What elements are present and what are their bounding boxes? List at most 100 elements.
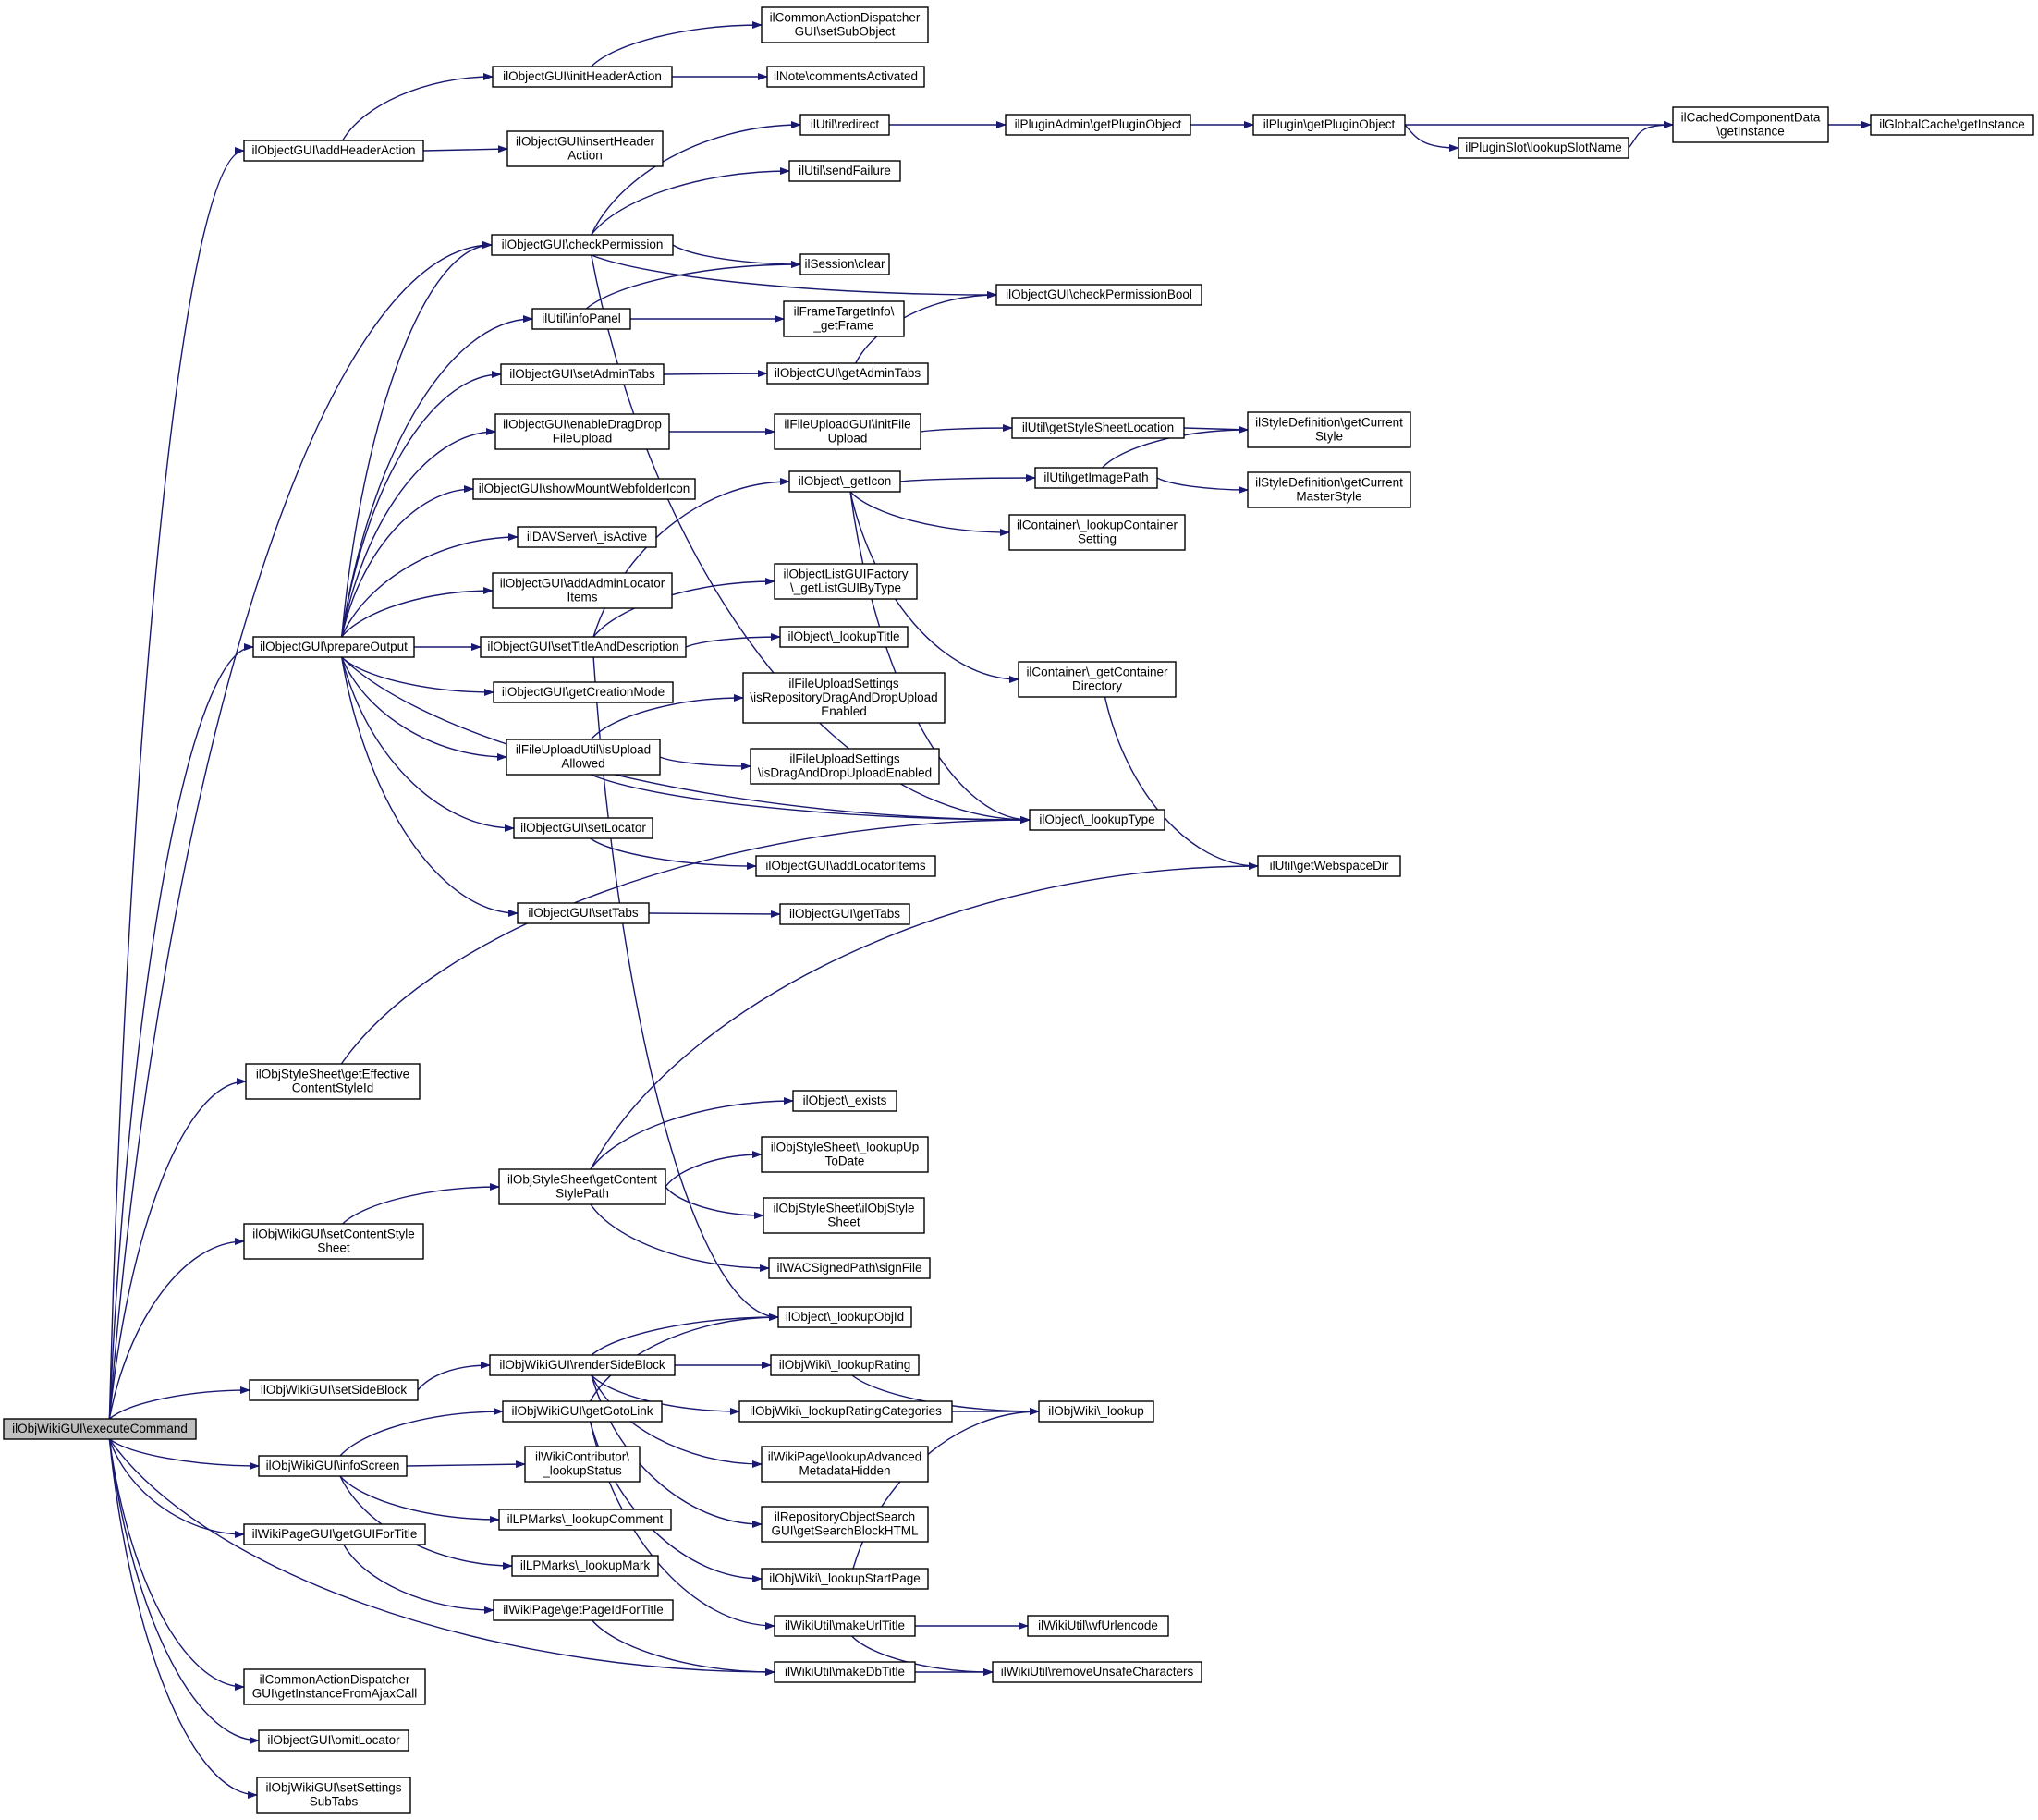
node-get-guifor-title[interactable]: ilWikiPageGUI\getGUIForTitle <box>243 1523 426 1545</box>
node-add-locator-items[interactable]: ilObjectGUI\addLocatorItems <box>755 855 936 877</box>
node-info-screen[interactable]: ilObjWikiGUI\infoScreen <box>258 1455 408 1477</box>
node-check-permission[interactable]: ilObjectGUI\checkPermission <box>491 234 674 256</box>
node-lookup-obj-id[interactable]: ilObject\_lookupObjId <box>777 1306 912 1328</box>
node-box <box>258 1729 409 1752</box>
node-show-mount-webfolder-icon[interactable]: ilObjectGUI\showMountWebfolderIcon <box>472 478 696 500</box>
node-get-goto-link[interactable]: ilObjWikiGUI\getGotoLink <box>502 1400 663 1423</box>
edge-prepare-output-to-is-active <box>341 533 519 638</box>
node-prepare-output[interactable]: ilObjectGUI\prepareOutput <box>252 636 415 658</box>
node-lookup-comment[interactable]: ilLPMarks\_lookupComment <box>498 1509 672 1531</box>
node-get-effective-content-style-id[interactable]: ilObjStyleSheet\getEffectiveContentStyle… <box>245 1063 421 1100</box>
node-session-clear[interactable]: ilSession\clear <box>799 253 890 275</box>
node-label: ilObjectGUI\enableDragDrop <box>503 418 662 432</box>
node-is-drag-and-drop-upload-enabled[interactable]: ilFileUploadSettings\isDragAndDropUpload… <box>750 748 940 785</box>
node-obj-exists[interactable]: ilObject\_exists <box>792 1090 897 1112</box>
node-add-header-action[interactable]: ilObjectGUI\addHeaderAction <box>243 140 424 162</box>
node-lookup-slot-name[interactable]: ilPluginSlot\lookupSlotName <box>1458 137 1629 159</box>
node-redirect[interactable]: ilUtil\redirect <box>799 114 890 136</box>
node-get-plugin-object-admin[interactable]: ilPluginAdmin\getPluginObject <box>1005 114 1191 136</box>
edge-render-side-block-to-lookup-obj-id <box>591 1313 779 1356</box>
edge-execute-command-to-get-effective-content-style-id <box>108 1078 247 1420</box>
node-init-header-action[interactable]: ilObjectGUI\initHeaderAction <box>492 66 673 88</box>
node-comments-activated[interactable]: ilNote\commentsActivated <box>766 66 925 88</box>
node-lookup-title[interactable]: ilObject\_lookupTitle <box>779 626 909 648</box>
node-global-cache-get-instance[interactable]: ilGlobalCache\getInstance <box>1870 114 2034 136</box>
node-get-style-sheet-location[interactable]: ilUtil\getStyleSheetLocation <box>1011 417 1185 439</box>
node-check-permission-bool[interactable]: ilObjectGUI\checkPermissionBool <box>995 284 1202 306</box>
node-lookup-mark[interactable]: ilLPMarks\_lookupMark <box>511 1555 659 1577</box>
node-box <box>1458 137 1629 159</box>
node-set-title-and-description[interactable]: ilObjectGUI\setTitleAndDescription <box>480 636 687 658</box>
node-box <box>742 672 946 724</box>
node-label: Directory <box>1072 679 1122 693</box>
node-is-active[interactable]: ilDAVServer\_isActive <box>517 526 657 548</box>
node-get-icon[interactable]: ilObject\_getIcon <box>788 470 901 493</box>
node-set-admin-tabs[interactable]: ilObjectGUI\setAdminTabs <box>500 363 665 385</box>
node-get-page-id-for-title[interactable]: ilWikiPage\getPageIdForTitle <box>493 1599 674 1621</box>
edge-info-screen-to-lookup-comment <box>339 1475 500 1523</box>
node-label: ilObjectGUI\checkPermissionBool <box>1006 287 1192 301</box>
node-get-image-path[interactable]: ilUtil\getImagePath <box>1034 467 1158 489</box>
node-cached-get-instance[interactable]: ilCachedComponentData\getInstance <box>1672 106 1829 143</box>
node-label: ilPluginSlot\lookupSlotName <box>1465 140 1622 154</box>
node-get-search-block-html[interactable]: ilRepositoryObjectSearchGUI\getSearchBlo… <box>761 1506 929 1543</box>
node-get-webspace-dir[interactable]: ilUtil\getWebspaceDir <box>1257 855 1401 877</box>
node-set-tabs[interactable]: ilObjectGUI\setTabs <box>517 902 650 924</box>
node-get-instance-from-ajax-call[interactable]: ilCommonActionDispatcherGUI\getInstanceF… <box>243 1668 426 1705</box>
node-label: Setting <box>1078 532 1117 546</box>
node-set-locator[interactable]: ilObjectGUI\setLocator <box>513 817 653 839</box>
node-get-tabs[interactable]: ilObjectGUI\getTabs <box>779 903 910 925</box>
node-lookup-rating[interactable]: ilObjWiki\_lookupRating <box>770 1354 920 1376</box>
edge-execute-command-to-set-settings-sub-tabs <box>108 1438 258 1799</box>
node-wf-urlencode[interactable]: ilWikiUtil\wfUrlencode <box>1027 1615 1169 1637</box>
node-make-db-title[interactable]: ilWikiUtil\makeDbTitle <box>774 1661 916 1683</box>
node-get-admin-tabs[interactable]: ilObjectGUI\getAdminTabs <box>766 362 929 385</box>
node-label: ilObjectGUI\addHeaderAction <box>251 143 415 157</box>
node-box <box>792 1090 897 1112</box>
node-label: ilWikiUtil\wfUrlencode <box>1038 1618 1158 1632</box>
node-is-repository-drag-and-drop-upload-enabled[interactable]: ilFileUploadSettings\isRepositoryDragAnd… <box>742 672 946 724</box>
edge-set-admin-tabs-to-get-admin-tabs <box>663 370 768 378</box>
node-get-frame[interactable]: ilFrameTargetInfo\_getFrame <box>783 300 905 337</box>
node-info-panel[interactable]: ilUtil\infoPanel <box>531 308 631 330</box>
node-label: ilStyleDefinition\getCurrent <box>1255 476 1403 490</box>
node-box <box>531 308 631 330</box>
node-get-plugin-object[interactable]: ilPlugin\getPluginObject <box>1252 114 1406 136</box>
node-label: ilObjectGUI\addAdminLocator <box>500 577 665 591</box>
node-lookup-rating-categories[interactable]: ilObjWiki\_lookupRatingCategories <box>738 1400 953 1423</box>
node-lookup-start-page[interactable]: ilObjWiki\_lookupStartPage <box>761 1568 929 1590</box>
node-wiki-lookup[interactable]: ilObjWiki\_lookup <box>1038 1400 1154 1423</box>
node-remove-unsafe-characters[interactable]: ilWikiUtil\removeUnsafeCharacters <box>992 1661 1202 1683</box>
node-box <box>1005 114 1191 136</box>
node-omit-locator[interactable]: ilObjectGUI\omitLocator <box>258 1729 409 1752</box>
node-sign-file[interactable]: ilWACSignedPath\signFile <box>768 1257 931 1279</box>
node-contributor-lookup-status[interactable]: ilWikiContributor\_lookupStatus <box>524 1446 641 1483</box>
node-box <box>761 1446 929 1483</box>
node-set-side-block[interactable]: ilObjWikiGUI\setSideBlock <box>249 1379 419 1401</box>
node-render-side-block[interactable]: ilObjWikiGUI\renderSideBlock <box>489 1354 676 1376</box>
node-send-failure[interactable]: ilUtil\sendFailure <box>788 160 901 182</box>
node-get-list-guiby-type[interactable]: ilObjectListGUIFactory\_getListGUIByType <box>774 563 918 600</box>
node-box <box>245 1063 421 1100</box>
node-il-obj-style-sheet[interactable]: ilObjStyleSheet\ilObjStyleSheet <box>763 1197 925 1234</box>
node-execute-command[interactable]: ilObjWikiGUI\executeCommand <box>3 1418 197 1440</box>
node-box <box>774 1615 916 1637</box>
node-lookup-type[interactable]: ilObject\_lookupType <box>1029 809 1165 831</box>
node-get-creation-mode[interactable]: ilObjectGUI\getCreationMode <box>493 681 674 703</box>
node-make-url-title[interactable]: ilWikiUtil\makeUrlTitle <box>774 1615 916 1637</box>
